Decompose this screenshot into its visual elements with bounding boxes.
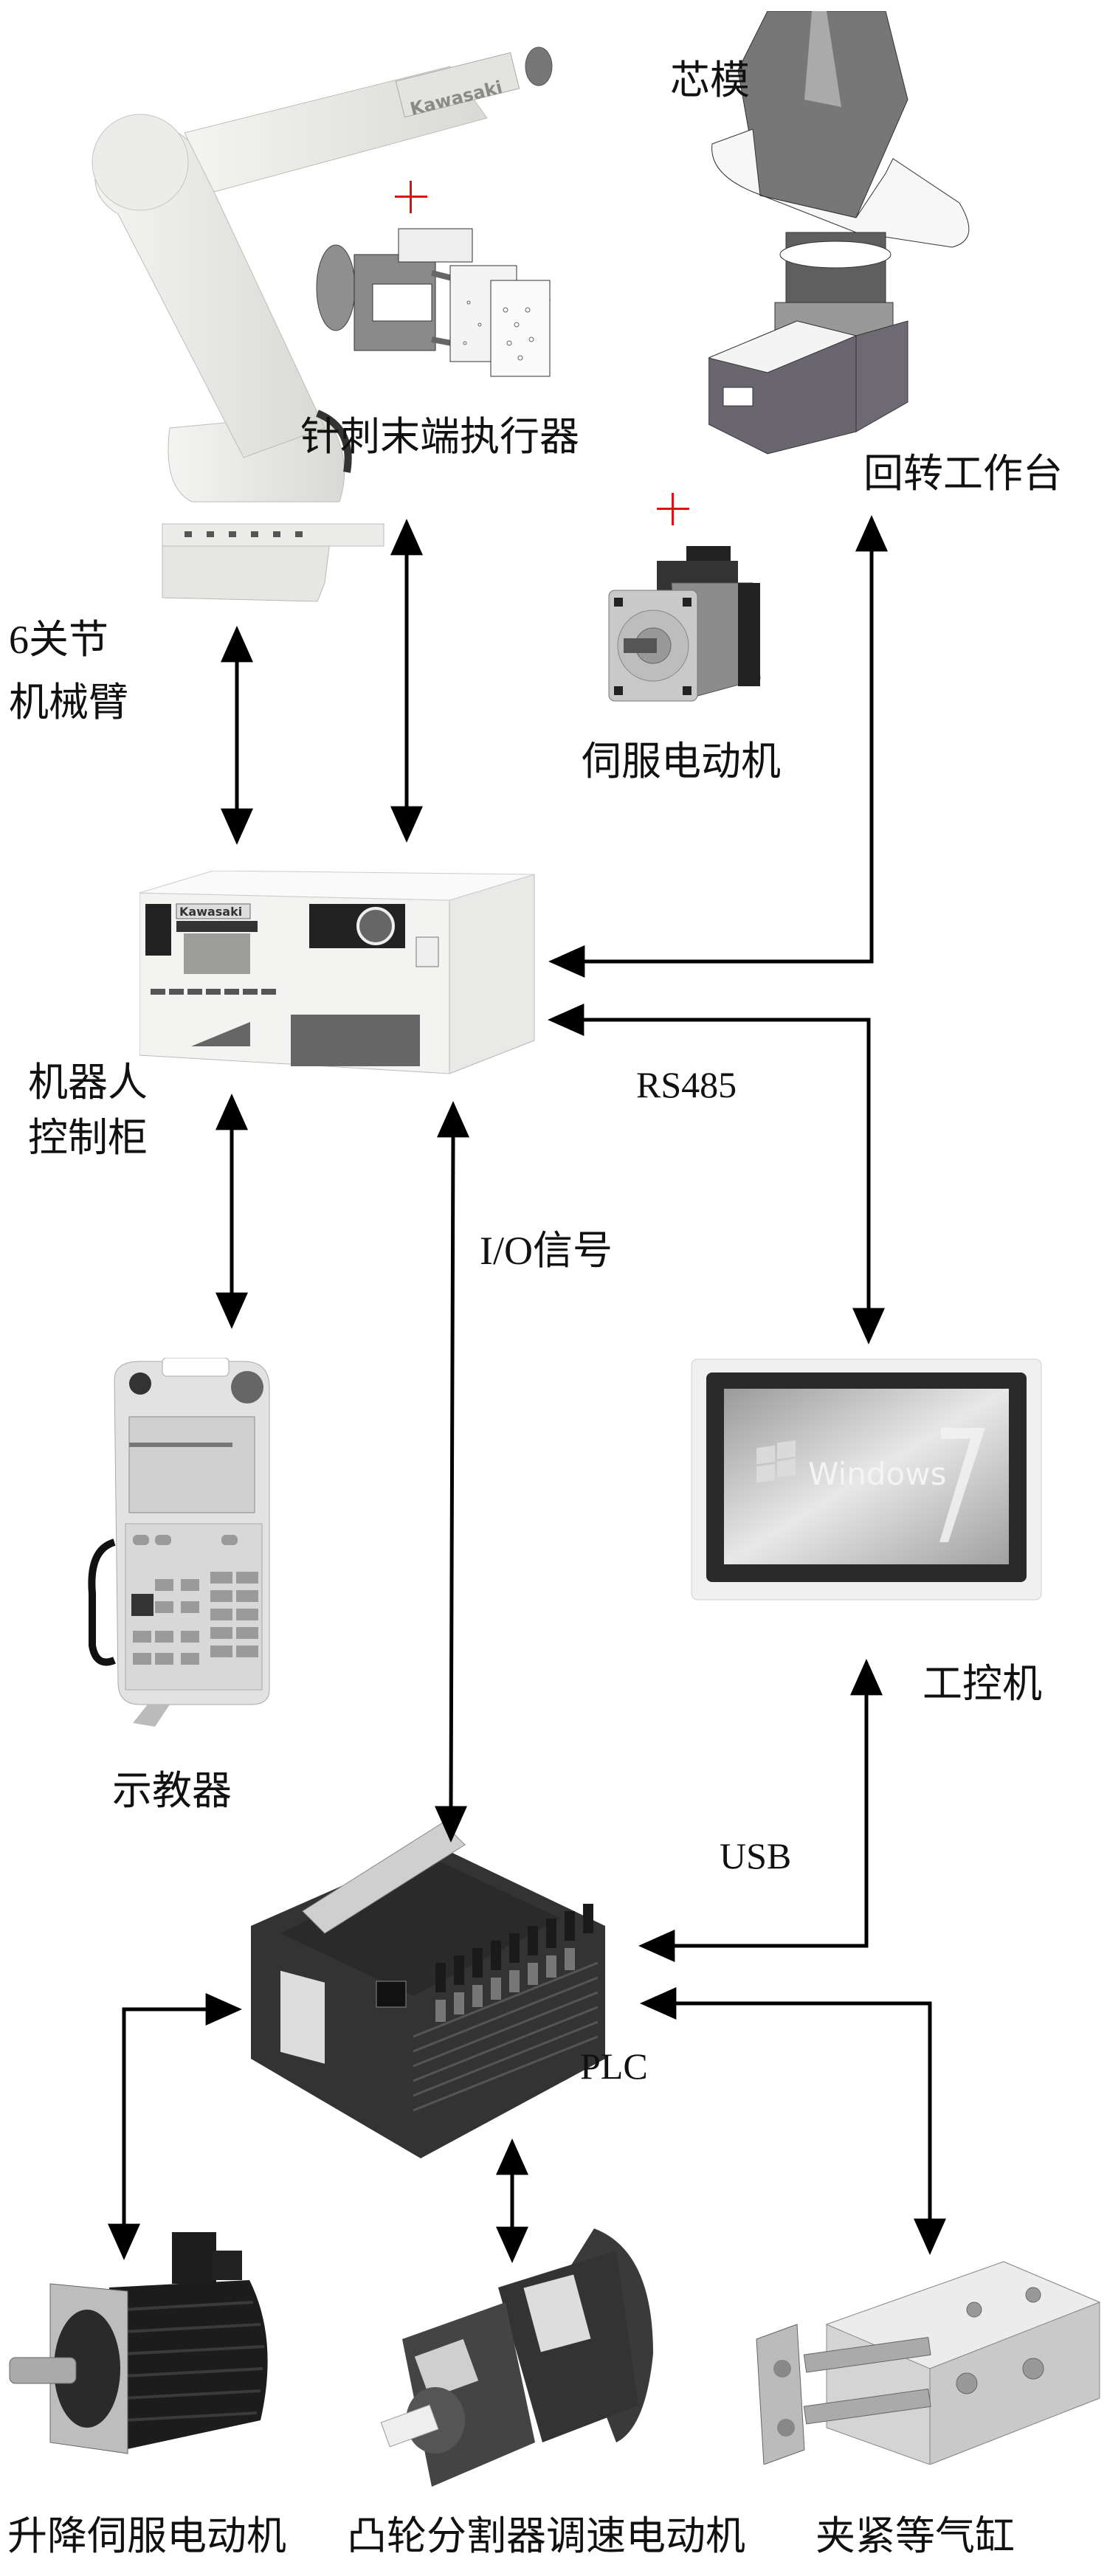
rs485-line: [583, 1018, 871, 1310]
rotary-controller-arrowhead-left: [548, 945, 585, 978]
rs485-label: RS485: [636, 1064, 737, 1105]
arm-controller-arrowhead-down: [221, 808, 253, 845]
mandrel-rotary-table-image: [707, 10, 1018, 461]
clamp-cylinder-label: 夹紧等气缸: [815, 2514, 1015, 2558]
industrial-pc-label: 工控机: [922, 1662, 1042, 1706]
lift-servo-label: 升降伺服电动机: [7, 2514, 286, 2558]
cam-motor-label: 凸轮分割器调速电动机: [347, 2514, 745, 2558]
cylinder-arrowhead-down: [914, 2218, 946, 2255]
controller-label-line1: 机器人: [28, 1060, 148, 1105]
rs485-arrowhead-down: [852, 1308, 885, 1344]
rs485-arrowhead-left: [548, 1004, 584, 1036]
end-effector-label: 针刺末端执行器: [300, 415, 579, 459]
windows-text: Windows: [808, 1456, 946, 1492]
lift-servo-arrowhead-right: [205, 1993, 242, 2026]
cylinder-arrowhead-left: [640, 1987, 677, 2020]
servo-motor-label: 伺服电动机: [582, 739, 781, 784]
cylinder-line: [675, 2001, 932, 2221]
cam-motor-image: [373, 2221, 668, 2494]
robot-controller-image: Kawasaki: [139, 870, 538, 1077]
end-effector-image: [314, 221, 557, 391]
teach-pendant-image: [74, 1357, 280, 1727]
controller-label-line2: 控制柜: [28, 1116, 148, 1160]
robot-arm-label-line2: 机械臂: [9, 680, 128, 725]
pendant-arrowhead-down: [215, 1292, 248, 1329]
usb-arrowhead-left: [638, 1930, 675, 1962]
controller-brand-text: Kawasaki: [179, 905, 242, 919]
lift-servo-motor-image: [6, 2228, 279, 2465]
red-cross-marker-servo: [657, 493, 689, 525]
io-arrowhead-up: [437, 1101, 469, 1138]
io-line: [449, 1136, 455, 1809]
robot-arm-label-line1: 6关节: [9, 618, 108, 662]
lift-servo-line: [122, 2007, 207, 2225]
arm-controller-arrowhead-up: [221, 626, 253, 663]
plc-image: [251, 1815, 620, 2162]
industrial-pc-image: Windows: [690, 1358, 1043, 1601]
rotary-table-label: 回转工作台: [863, 452, 1063, 496]
teach-pendant-label: 示教器: [112, 1769, 232, 1813]
red-cross-marker: [395, 181, 427, 213]
mandrel-label: 芯模: [670, 58, 750, 103]
rotary-controller-arrowhead-up: [855, 515, 888, 552]
usb-arrowhead-up: [850, 1659, 883, 1696]
usb-line: [673, 1693, 869, 1948]
io-signal-label: I/O信号: [480, 1229, 613, 1273]
clamp-cylinder-image: [753, 2258, 1107, 2465]
pendant-arrowhead-up: [215, 1094, 248, 1130]
servo-motor-image: [605, 539, 768, 708]
usb-label: USB: [720, 1835, 792, 1876]
robot-arm-image: Kawasaki: [74, 15, 554, 605]
plc-label: PLC: [580, 2045, 648, 2087]
effector-controller-arrowhead-down: [390, 806, 423, 843]
